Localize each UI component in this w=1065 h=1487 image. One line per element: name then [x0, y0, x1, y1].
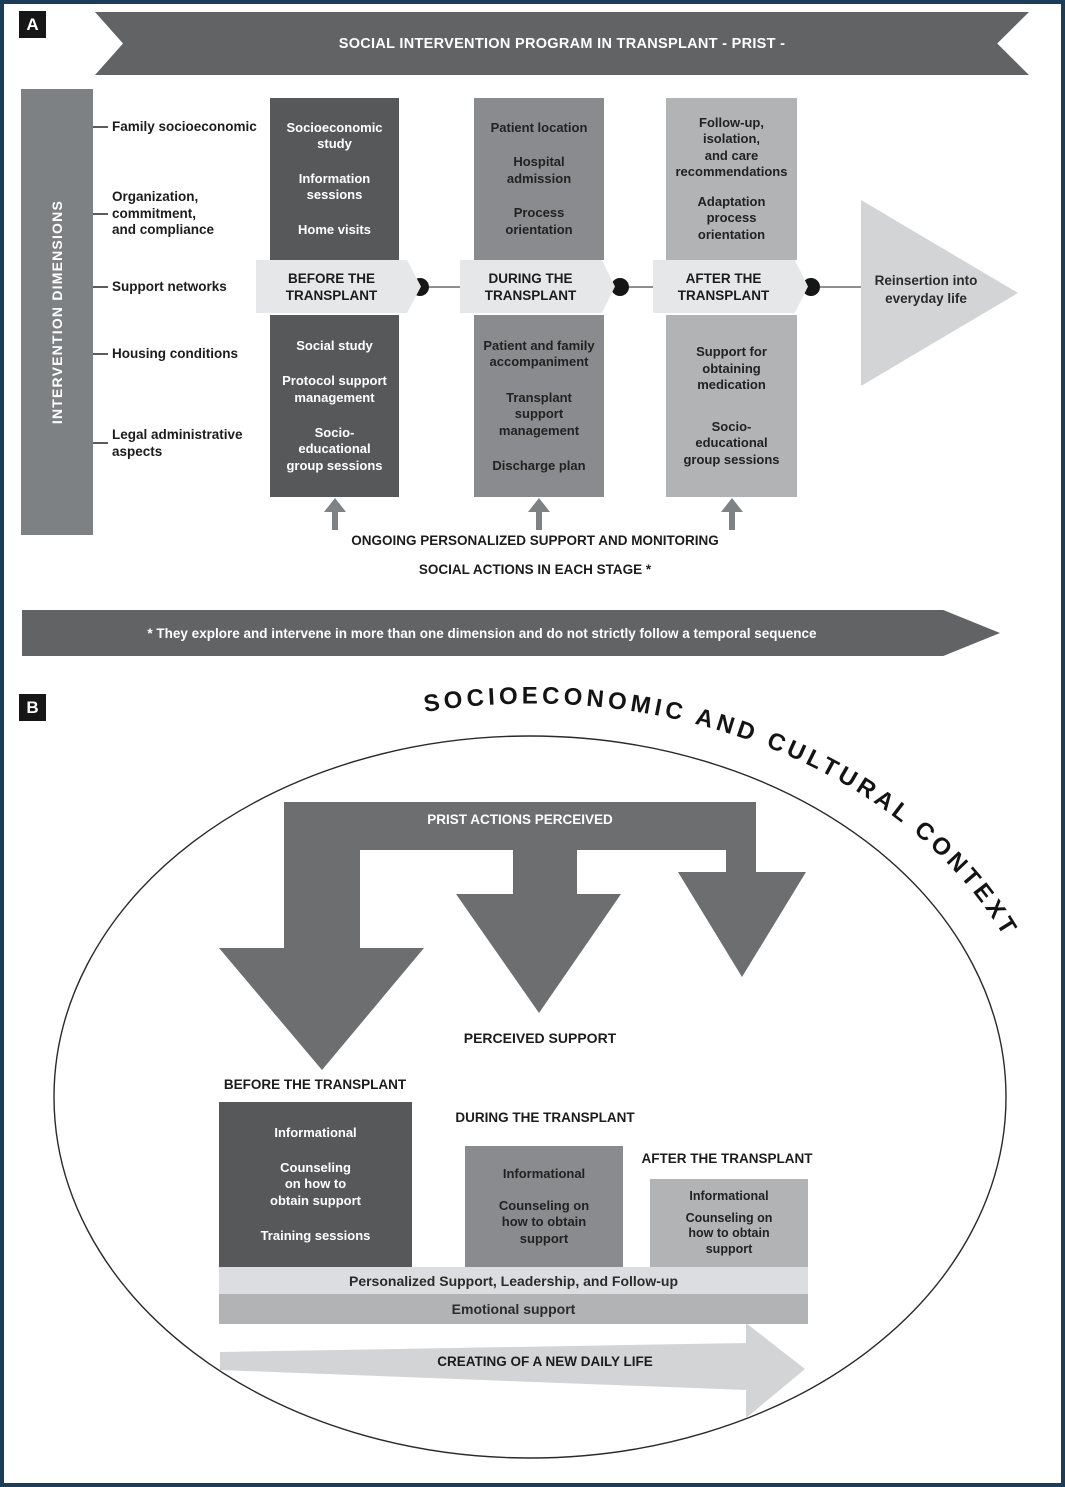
- panel-b-label: B: [19, 694, 46, 721]
- prist-actions-down-arrows: [219, 802, 806, 1070]
- personalized-band-text: Personalized Support, Leadership, and Fo…: [348, 1272, 679, 1289]
- up-arrow-icon: [528, 498, 550, 530]
- perceived-support-label: PERCEIVED SUPPORT: [463, 1030, 617, 1046]
- stage-item: Protocol support management: [282, 373, 387, 405]
- stage-item: Follow-up, isolation, and care recommend…: [675, 114, 788, 180]
- emotional-support-band: Emotional support: [219, 1294, 808, 1324]
- ongoing-caption: ONGOING PERSONALIZED SUPPORT AND MONITOR…: [351, 533, 719, 548]
- stage-before-bottom-box: Social study Protocol support management…: [270, 315, 399, 497]
- b-stage-label-after: AFTER THE TRANSPLANT: [641, 1151, 813, 1166]
- stage-item: Patient location: [490, 119, 588, 135]
- outcome-label: Reinsertion into everyday life: [874, 273, 978, 306]
- support-item: Informational: [274, 1124, 357, 1140]
- stage-during-top-box: Patient location Hospital admission Proc…: [474, 98, 604, 260]
- stage-banner-before: BEFORE THE TRANSPLANT: [256, 260, 421, 313]
- stage-item: Socio- educational group sessions: [286, 424, 383, 473]
- b-stage-label-during: DURING THE TRANSPLANT: [455, 1110, 635, 1125]
- b-stage-label-before: BEFORE THE TRANSPLANT: [223, 1077, 407, 1092]
- panel-a-letter: A: [26, 14, 39, 34]
- tick-mark: [93, 442, 108, 444]
- stage-item: Home visits: [298, 221, 371, 237]
- support-item: Counseling on how to obtain support: [270, 1159, 361, 1208]
- stage-banner-after: AFTER THE TRANSPLANT: [653, 260, 808, 313]
- tick-mark: [93, 126, 108, 128]
- stage-item: Social study: [296, 337, 373, 353]
- support-item: Counseling on how to obtain support: [498, 1197, 590, 1246]
- tick-mark: [93, 286, 108, 288]
- stage-during-bottom-box: Patient and family accompaniment Transpl…: [474, 315, 604, 497]
- stage-after-top-box: Follow-up, isolation, and care recommend…: [666, 98, 797, 260]
- dimension-label: Organization, commitment, and compliance: [112, 189, 215, 237]
- footnote-text: * They explore and intervene in more tha…: [147, 625, 817, 641]
- up-arrow-icon: [721, 498, 743, 530]
- emotional-band-text: Emotional support: [451, 1301, 576, 1317]
- footnote-banner: * They explore and intervene in more tha…: [22, 610, 1000, 656]
- context-ellipse: [53, 735, 1007, 1459]
- support-item: Informational: [502, 1165, 586, 1181]
- personalized-support-band: Personalized Support, Leadership, and Fo…: [219, 1267, 808, 1294]
- stage-item: Support for obtaining medication: [696, 344, 767, 392]
- prist-actions-title: PRIST ACTIONS PERCEIVED: [427, 812, 613, 827]
- program-title-banner: SOCIAL INTERVENTION PROGRAM IN TRANSPLAN…: [95, 12, 1029, 75]
- stage-item: Process orientation: [505, 205, 573, 237]
- stage-item: Socio- educational group sessions: [683, 418, 780, 467]
- dimension-label: Housing conditions: [112, 346, 238, 361]
- stage-after-bottom-box: Support for obtaining medication Socio- …: [666, 315, 797, 497]
- connector-dot: [611, 278, 629, 296]
- figure-shapes-layer: SOCIOECONOMIC AND CULTURAL CONTEXT: [53, 200, 1020, 1459]
- tick-mark: [93, 213, 108, 215]
- dimension-label: Legal administrative aspects: [112, 427, 243, 459]
- creating-new-life-arrow: [220, 1323, 805, 1418]
- support-item: Training sessions: [260, 1227, 371, 1243]
- sidebar-title: INTERVENTION DIMENSIONS: [49, 199, 65, 425]
- stage-item: Information sessions: [298, 170, 371, 203]
- panel-a-label: A: [19, 11, 46, 38]
- support-item: Informational: [689, 1189, 769, 1203]
- support-item: Counseling on how to obtain support: [685, 1210, 773, 1256]
- stage-item: Patient and family accompaniment: [483, 337, 595, 370]
- intervention-dimensions-sidebar: INTERVENTION DIMENSIONS: [21, 89, 93, 535]
- stage-item: Transplant support management: [498, 389, 580, 438]
- b-stage-box-during: Informational Counseling on how to obtai…: [465, 1146, 623, 1267]
- stage-item: Hospital admission: [506, 154, 572, 186]
- program-title: SOCIAL INTERVENTION PROGRAM IN TRANSPLAN…: [338, 35, 786, 52]
- stage-item: Discharge plan: [492, 457, 586, 473]
- dimension-label: Support networks: [112, 279, 227, 294]
- panel-b-letter: B: [26, 697, 39, 717]
- stage-item: Adaptation process orientation: [697, 193, 766, 242]
- stage-banner-during: DURING THE TRANSPLANT: [460, 260, 615, 313]
- up-arrow-icon: [324, 498, 346, 530]
- creating-caption: CREATING OF A NEW DAILY LIFE: [437, 1354, 653, 1369]
- connector-dot: [802, 278, 820, 296]
- b-stage-box-after: Informational Counseling on how to obtai…: [650, 1179, 808, 1267]
- stage-before-top-box: Socioeconomic study Information sessions…: [270, 98, 399, 260]
- dimension-label: Family socioeconomic: [112, 119, 257, 134]
- social-actions-caption: SOCIAL ACTIONS IN EACH STAGE *: [418, 562, 652, 577]
- b-stage-box-before: Informational Counseling on how to obtai…: [219, 1102, 412, 1267]
- tick-mark: [93, 353, 108, 355]
- right-arrow-icon: [861, 200, 1018, 386]
- stage-item: Socioeconomic study: [286, 119, 383, 152]
